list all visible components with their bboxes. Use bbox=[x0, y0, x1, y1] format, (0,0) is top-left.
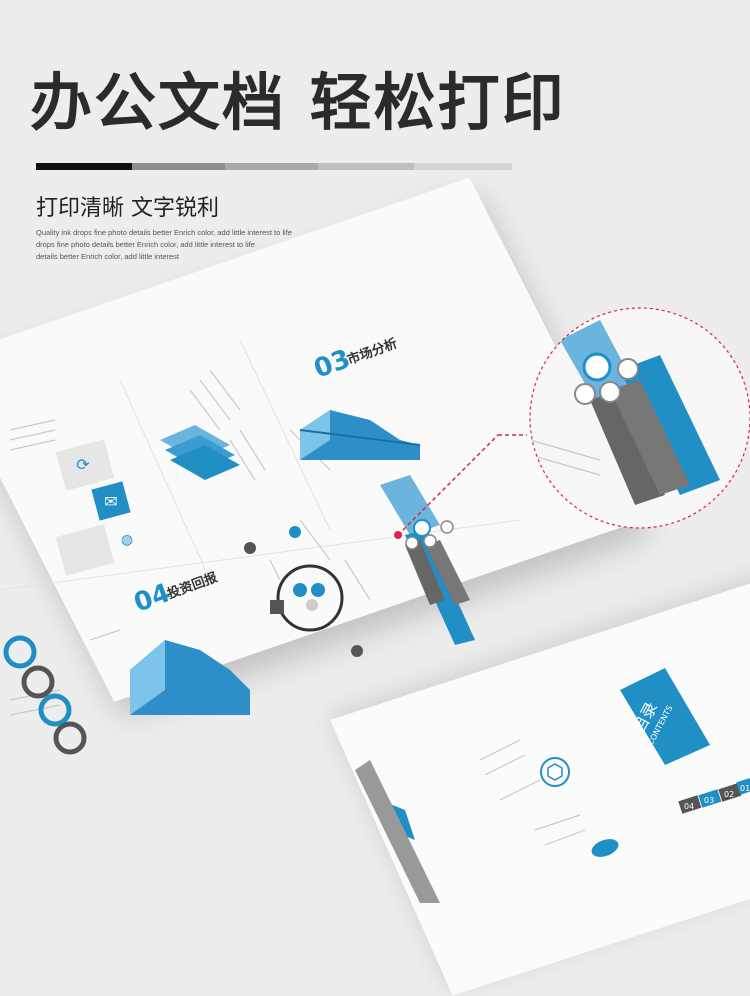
refresh-icon: ⟳ bbox=[76, 455, 90, 474]
contents-graphics bbox=[355, 739, 619, 903]
description-line-2: drops fine photo details better Enrich c… bbox=[36, 240, 255, 249]
headline: 办公文档 轻松打印 bbox=[30, 66, 566, 139]
shield-icon bbox=[582, 352, 612, 382]
gear-icon bbox=[289, 526, 301, 538]
ring-steps bbox=[3, 635, 87, 755]
section-04-title: 投资回报 bbox=[165, 569, 220, 602]
zoom-markers bbox=[574, 352, 639, 405]
contents-banner: 目录 CONTENTS bbox=[620, 668, 710, 765]
description: Quality ink drops fine photo details bet… bbox=[36, 227, 336, 263]
contents-item-02: 02 bbox=[724, 790, 734, 799]
zoom-magnifier bbox=[529, 307, 750, 529]
section-04-number: 04 bbox=[130, 578, 174, 619]
page-grid bbox=[0, 339, 521, 591]
page-text-lines bbox=[9, 369, 371, 716]
person-icon bbox=[244, 542, 256, 554]
section-03-number: 03 bbox=[310, 344, 354, 385]
layered-diamonds bbox=[160, 425, 240, 480]
divider-segment-1 bbox=[36, 163, 132, 170]
contents-items: 04 03 02 01 bbox=[678, 778, 750, 814]
stair-graphic-04 bbox=[130, 640, 250, 715]
zoom-marker-01 bbox=[574, 383, 596, 405]
divider-segment-2 bbox=[132, 163, 225, 170]
description-line-3: details better Enrich color, add little … bbox=[36, 252, 179, 261]
section-03-title: 市场分析 bbox=[345, 335, 399, 368]
zoom-marker-02 bbox=[599, 381, 621, 403]
lightbulb-icon bbox=[270, 564, 344, 632]
divider-segment-5 bbox=[414, 163, 512, 170]
mail-icon: ✉ bbox=[104, 492, 117, 511]
section-03: 03 市场分析 bbox=[310, 335, 399, 385]
printed-content: ⟳ ✉ ◍ 03 市场分析 04 投资回报 bbox=[0, 307, 750, 903]
divider-segment-4 bbox=[318, 163, 414, 170]
contents-item-04: 04 bbox=[684, 802, 694, 811]
zoom-callout-link bbox=[394, 434, 527, 539]
divider-segment-3 bbox=[225, 163, 318, 170]
timeline-columns-small bbox=[380, 475, 475, 645]
contents-item-03: 03 bbox=[704, 796, 714, 805]
contents-item-01: 01 bbox=[740, 784, 750, 793]
icon-tile-column: ⟳ ✉ ◍ bbox=[55, 439, 133, 576]
section-04: 04 投资回报 bbox=[130, 569, 220, 619]
stair-graphic-03 bbox=[299, 410, 421, 460]
dot-icon bbox=[351, 645, 363, 657]
zoom-marker-03 bbox=[617, 358, 639, 380]
description-line-1: Quality ink drops fine photo details bet… bbox=[36, 228, 292, 237]
globe-icon: ◍ bbox=[121, 532, 133, 548]
subheadline: 打印清晰 文字锐利 bbox=[36, 196, 219, 221]
